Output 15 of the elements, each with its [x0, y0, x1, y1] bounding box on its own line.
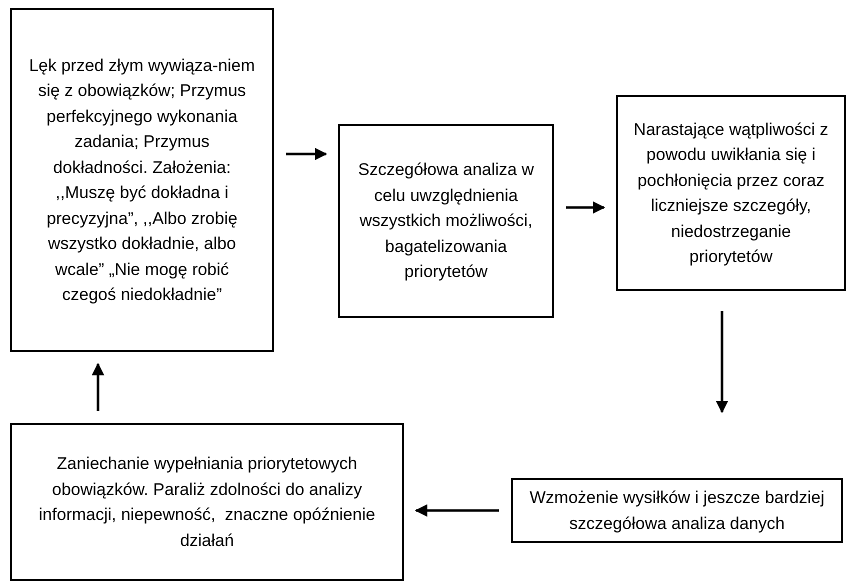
arrow [716, 311, 728, 414]
box-text: Szczegółowa analiza w celu uwzględnienia wszystkich możliwości, bagatelizowania priorytetów [358, 159, 534, 284]
box-text: Wzmożenie wysiłków i jeszcze bardziej szczegółowa analiza danych [528, 487, 826, 534]
process-box [511, 478, 843, 543]
process-box [10, 8, 274, 352]
arrow [566, 201, 606, 214]
box-text: Lęk przed złym wywiąza-niem się z obowiązków; Przymus perfekcyjnego wykonania zadania; Przymus dokładności. Założenia: ,,Muszę być dokładna i precyzyjna”, ,,Albo zrobię wszystko dokładnie, albo wcale” „Nie mogę robić czegoś niedokładnie” [28, 54, 256, 306]
process-box [10, 423, 404, 581]
arrow [414, 504, 499, 517]
process-box [616, 95, 846, 291]
box-text: Zaniechanie wypełniania priorytetowych obowiązków. Paraliż zdolności do analizy informacji, niepewność, znaczne opóźnienie działań [38, 453, 376, 552]
arrow [92, 362, 104, 411]
box-text: Narastające wątpliwości z powodu uwikłania się i pochłonięcia przez coraz liczniejsze szczegóły, niedostrzeganie priorytetów [632, 118, 830, 268]
arrow [286, 148, 328, 160]
process-box [338, 124, 554, 318]
